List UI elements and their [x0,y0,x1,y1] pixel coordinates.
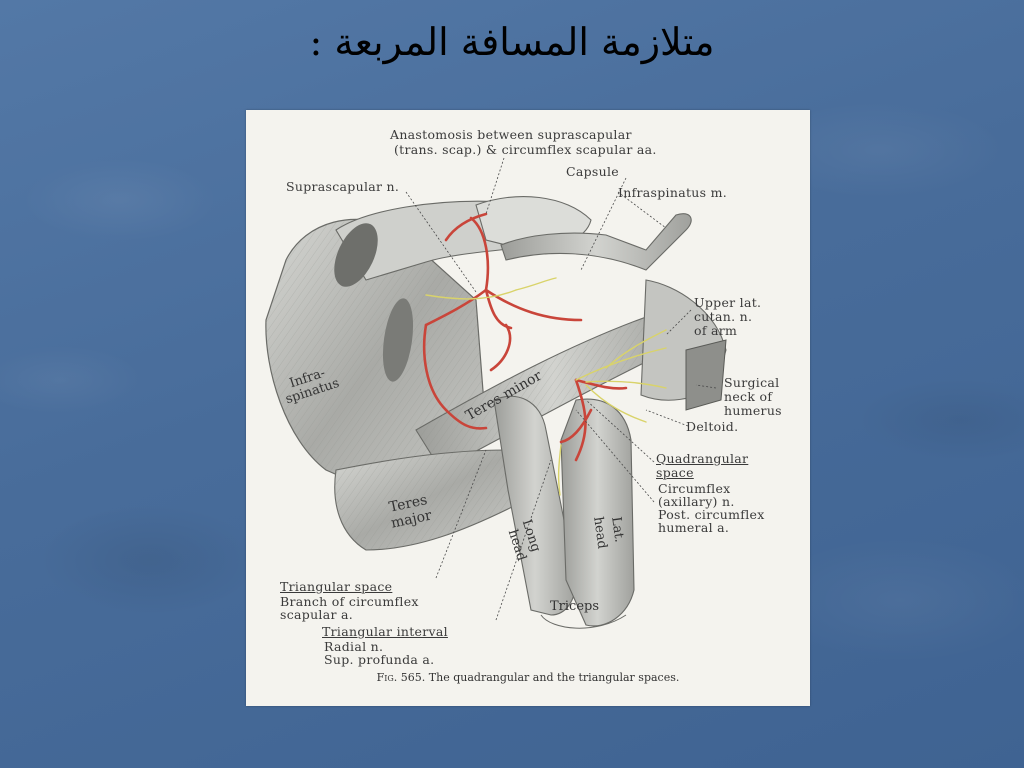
label-radial-n: Radial n. [324,639,384,654]
label-surgical-line1: Surgical [724,375,780,390]
label-circumflex-line3: Post. circumflex [658,507,765,522]
anatomy-figure: Anastomosis between suprascapular (trans… [246,110,810,706]
label-quadrangular-line1: Quadrangular [656,451,749,466]
figure-caption: Fig. 565. The quadrangular and the trian… [246,671,810,684]
label-sup-profunda: Sup. profunda a. [324,652,435,667]
infraspinatus-tendon [500,213,692,271]
label-capsule: Capsule [566,164,619,179]
shoulder-illustration [265,157,727,629]
label-infraspinatus-m: Infraspinatus m. [618,185,728,200]
label-circumflex-line4: humeral a. [658,520,730,535]
label-branch-line2: scapular a. [280,607,354,622]
label-suprascapular-n: Suprascapular n. [286,179,400,194]
label-circumflex-line1: Circumflex [658,481,731,496]
nerves [425,277,667,496]
label-anastomosis-line1: Anastomosis between suprascapular [390,127,632,142]
muscle-label-triceps: Triceps [550,599,600,614]
label-surgical-line3: humerus [724,403,782,418]
caption-prefix: Fig. 565. [376,671,426,684]
slide-title: متلازمة المسافة المربعة : [309,20,715,64]
label-quadrangular-line2: space [656,465,694,480]
deltoid-cut [685,339,727,411]
label-upper-lat-line1: Upper lat. [694,295,762,310]
arteries [422,212,628,462]
label-triangular-interval: Triangular interval [322,624,448,639]
leader-lines [405,157,717,621]
label-surgical-line2: neck of [724,389,773,404]
label-anastomosis-line2: (trans. scap.) & circumflex scapular aa. [394,142,657,157]
label-triangular-space: Triangular space [280,579,393,594]
label-circumflex-line2: (axillary) n. [658,494,735,509]
label-upper-lat-line2: cutan. n. [694,309,753,324]
caption-text: The quadrangular and the triangular spac… [428,671,680,684]
label-deltoid: Deltoid. [686,419,739,434]
label-branch-line1: Branch of circumflex [280,594,419,609]
triceps-lateral-head [560,398,635,627]
muscle-label-lat: Lat. [608,515,627,544]
label-upper-lat-line3: of arm [694,323,738,338]
